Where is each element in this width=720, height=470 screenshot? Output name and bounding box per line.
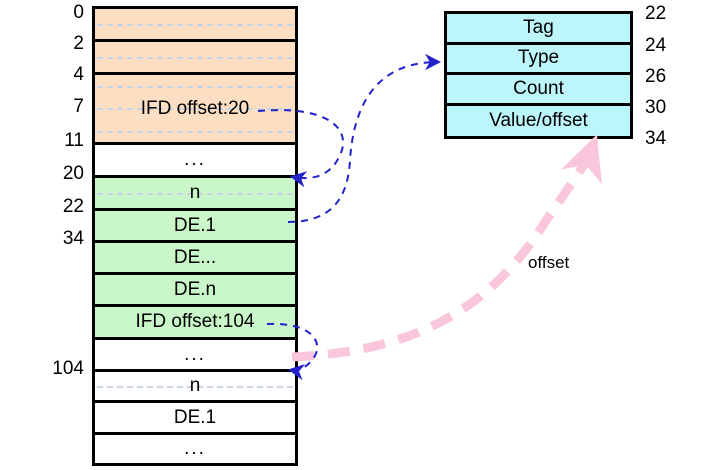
row-label: DE.1 (173, 214, 217, 236)
ifd-entry-table: Tag Type Count Value/offset (444, 11, 633, 139)
offset-label-7: 7 (73, 96, 84, 117)
row-ifd0-count: n (95, 178, 295, 211)
row-label: ... (184, 149, 206, 170)
entry-row-value-offset: Value/offset (447, 105, 630, 136)
entry-label: Tag (523, 16, 554, 38)
offset-label-20: 20 (62, 163, 84, 184)
offset-annotation-label: offset (528, 253, 570, 272)
entry-row-count: Count (447, 75, 630, 106)
row-ifd0-de1: DE.1 (95, 211, 295, 243)
row-ifd1-de1: DE.1 (95, 403, 295, 435)
offset-label-104: 104 (52, 358, 84, 379)
offset-label-2: 2 (73, 33, 84, 54)
offset-label-4: 4 (73, 64, 84, 85)
offset-label-11: 11 (64, 130, 84, 151)
row-gap-1: ... (95, 145, 295, 178)
pink-offset-arrow (291, 134, 602, 362)
row-label: DE... (173, 246, 217, 268)
blue-arrow-ifd1-pointer (266, 322, 319, 381)
offset-label-22: 22 (62, 196, 84, 217)
entry-offset-label-34: 34 (645, 128, 667, 149)
row-label: n (189, 182, 201, 203)
row-ifd0-dedots: DE... (95, 243, 295, 275)
row-label: DE.n (173, 278, 217, 300)
offset-label-34: 34 (62, 228, 84, 249)
entry-row-type: Type (447, 44, 630, 75)
row-label: ... (184, 438, 206, 459)
row-label: ... (184, 343, 206, 365)
row-ifd0-den: DE.n (95, 275, 295, 307)
row-label: IFD offset:20 (140, 97, 250, 119)
row-ifd-offset-104: IFD offset:104 (95, 307, 295, 340)
entry-row-tag: Tag (447, 14, 630, 45)
entry-offset-label-30: 30 (645, 97, 667, 118)
entry-offset-label-24: 24 (645, 35, 667, 56)
blue-arrow-ifd0-pointer (257, 109, 345, 188)
entry-offset-label-22: 22 (645, 3, 667, 24)
blue-arrow-de1-expand (287, 53, 441, 223)
entry-label: Type (517, 47, 560, 69)
entry-offset-label-26: 26 (645, 66, 667, 87)
entry-label: Count (513, 77, 564, 99)
tiff-file-structure: IFD offset:20 ... n DE.1 DE... DE.n IFD … (92, 6, 298, 466)
row-label: IFD offset:104 (135, 311, 255, 332)
entry-label: Value/offset (489, 109, 588, 131)
offset-label-0: 0 (73, 2, 84, 23)
row-ifd1-dots: ... (95, 435, 295, 463)
row-label: n (189, 375, 201, 396)
row-label: DE.1 (173, 406, 217, 428)
row-gap-2: ... (95, 340, 295, 372)
